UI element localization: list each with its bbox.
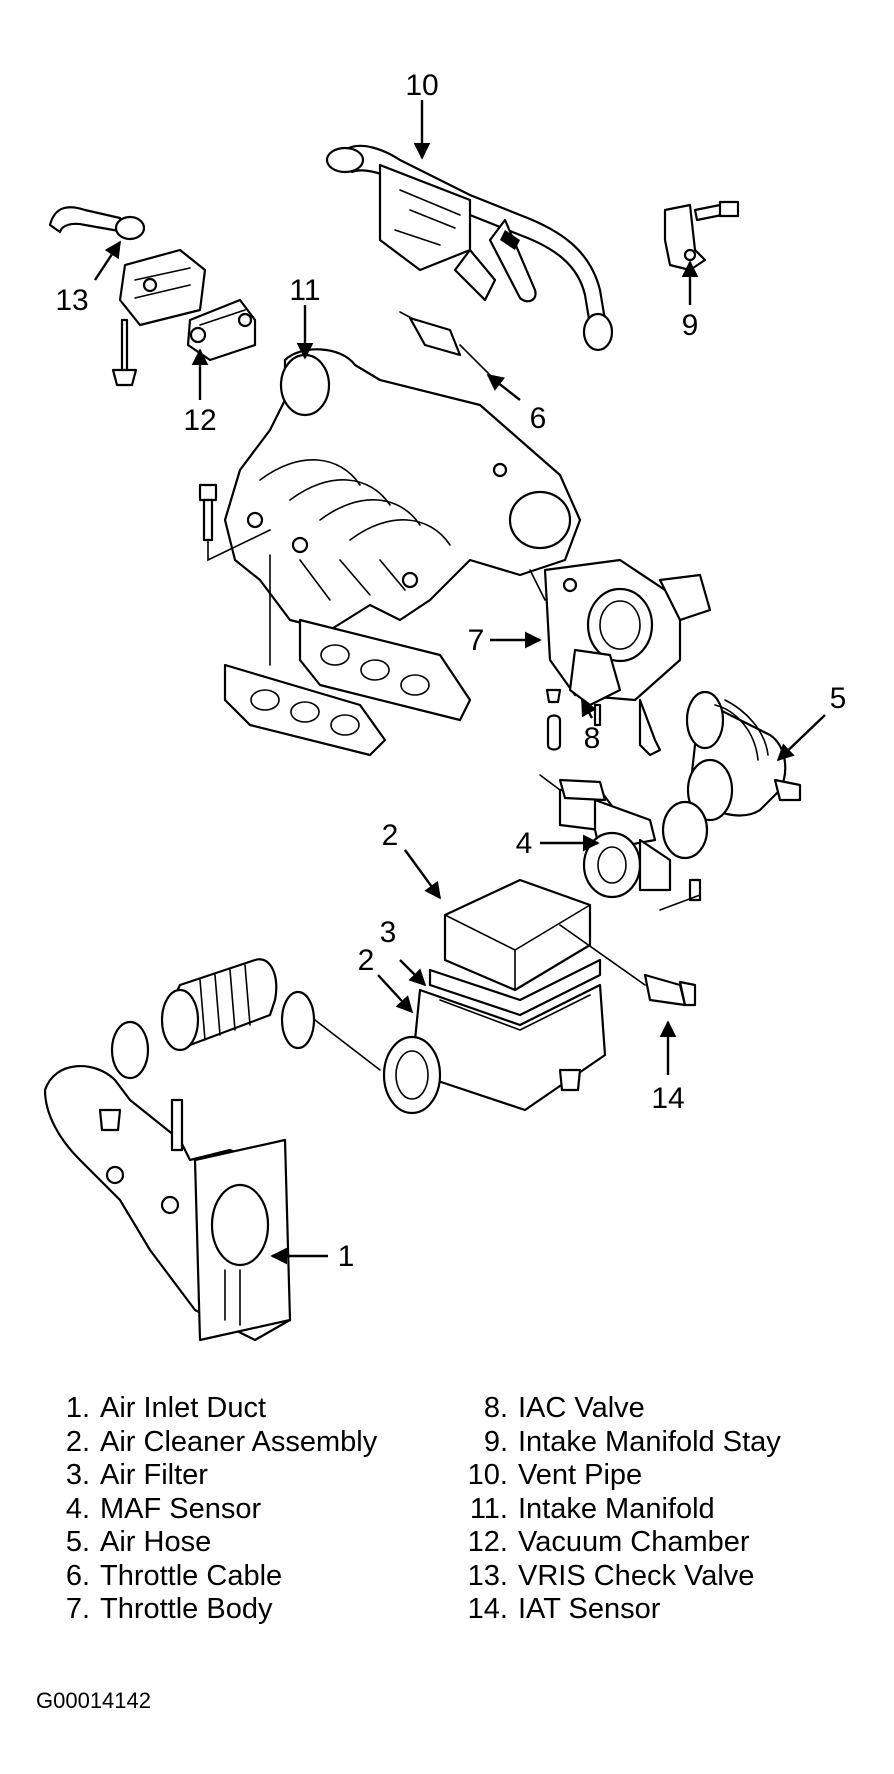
maf-sensor-part	[539, 774, 709, 911]
callout-13: 13	[55, 284, 88, 317]
intake-gaskets-part	[223, 554, 472, 757]
legend-item: 5. Air Hose	[62, 1526, 377, 1560]
legend-right-column: 8. IAC Valve 9. Intake Manifold Stay 10. Ve…	[460, 1392, 781, 1627]
callout-11: 11	[289, 274, 320, 307]
legend-label: MAF Sensor	[100, 1492, 262, 1525]
inlet-hose-and-clamps-part	[110, 958, 381, 1080]
legend-number: 13.	[467, 1559, 508, 1592]
callout-7: 7	[468, 624, 485, 657]
legend-number: 12.	[467, 1526, 508, 1558]
legend-item: 9. Intake Manifold Stay	[460, 1426, 781, 1460]
air-hose-part	[685, 690, 802, 822]
legend-item: 8. IAC Valve	[460, 1392, 781, 1426]
legend-label: VRIS Check Valve	[518, 1559, 755, 1592]
vacuum-chamber-part	[186, 298, 257, 362]
callout-6: 6	[530, 402, 547, 435]
legend-label: Throttle Body	[100, 1593, 273, 1625]
legend-label: Air Cleaner Assembly	[100, 1425, 378, 1458]
legend-item: 6. Throttle Cable	[62, 1560, 377, 1594]
air-cleaner-assembly-part	[382, 878, 607, 1115]
legend-label: Air Filter	[100, 1459, 208, 1491]
legend-number: 9.	[483, 1425, 508, 1458]
legend-number: 5.	[65, 1526, 90, 1558]
legend-number: 3.	[65, 1459, 90, 1491]
iac-valve-part	[545, 648, 662, 757]
callout-2-bottom: 2	[358, 944, 375, 977]
vent-pipe-part	[325, 144, 614, 352]
air-inlet-duct-part	[43, 1065, 292, 1342]
legend-label: Air Hose	[100, 1526, 212, 1558]
legend-number: 14.	[467, 1593, 508, 1625]
iat-sensor-part	[559, 924, 697, 1007]
legend-label: IAC Valve	[518, 1392, 645, 1424]
callout-numbers: 10 13 11 12 9 6 7 8 5 4 2 3 2 14 1	[55, 69, 846, 1273]
throttle-body-part	[529, 558, 712, 702]
vris-check-valve-part	[48, 206, 207, 387]
callout-8: 8	[584, 722, 601, 755]
legend-item: 3. Air Filter	[62, 1459, 377, 1493]
callout-10: 10	[405, 69, 438, 102]
legend-number: 7.	[65, 1593, 90, 1625]
exploded-parts-diagram: 10 13 11 12 9 6 7 8 5 4 2 3 2 14 1	[43, 69, 846, 1342]
legend-number: 11.	[469, 1492, 508, 1525]
legend-number: 10.	[467, 1459, 508, 1491]
callout-12: 12	[183, 404, 216, 437]
figure-code: G00014142	[36, 1688, 151, 1713]
legend-item: 4. MAF Sensor	[62, 1493, 377, 1527]
legend-number: 6.	[65, 1559, 90, 1592]
legend-label: Throttle Cable	[100, 1559, 283, 1592]
legend-item: 10. Vent Pipe	[460, 1459, 781, 1493]
legend-number: 4.	[65, 1492, 90, 1525]
legend-label: IAT Sensor	[518, 1593, 661, 1625]
legend-item: 2. Air Cleaner Assembly	[62, 1426, 377, 1460]
callout-leaders	[93, 100, 826, 1265]
callout-14: 14	[651, 1082, 684, 1115]
legend-left-column: 1.Air Inlet Duct 2.Air Cleaner Assembly …	[62, 1392, 377, 1627]
legend-number: 1.	[65, 1392, 90, 1424]
intake-manifold-stay-part	[663, 200, 740, 272]
callout-5: 5	[830, 682, 847, 715]
legend-item: 7. Throttle Body	[62, 1593, 377, 1627]
callout-4: 4	[516, 827, 533, 860]
legend-item: 14. IAT Sensor	[460, 1593, 781, 1627]
callout-2-top: 2	[382, 819, 399, 852]
callout-9: 9	[682, 309, 699, 342]
legend-label: Air Inlet Duct	[100, 1392, 266, 1424]
legend-number: 2.	[65, 1425, 90, 1458]
legend-label: Intake Manifold	[518, 1492, 715, 1525]
legend-number: 8.	[483, 1392, 508, 1424]
callout-3: 3	[380, 916, 397, 949]
intake-manifold-part	[223, 348, 582, 632]
throttle-cable-part	[399, 311, 491, 376]
legend-item: 13. VRIS Check Valve	[460, 1560, 781, 1594]
legend-label: Vent Pipe	[518, 1459, 643, 1491]
legend-label: Intake Manifold Stay	[518, 1425, 781, 1458]
legend-label: Vacuum Chamber	[518, 1526, 750, 1558]
manifold-bolt-part	[198, 483, 271, 562]
legend-item: 11. Intake Manifold	[460, 1493, 781, 1527]
legend-item: 12. Vacuum Chamber	[460, 1526, 781, 1560]
callout-1: 1	[338, 1240, 355, 1273]
legend-item: 1. Air Inlet Duct	[62, 1392, 377, 1426]
